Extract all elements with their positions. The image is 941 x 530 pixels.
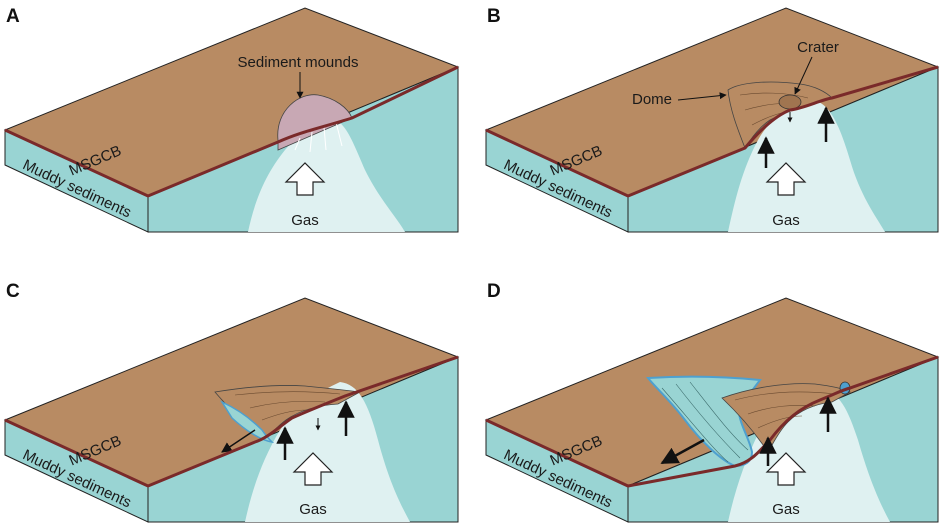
gas-label: Gas [772, 501, 800, 518]
gas-plume [248, 118, 405, 232]
panel-d: D Gas MSGCB Muddy sediments [484, 281, 940, 523]
gas-label: Gas [299, 501, 327, 518]
gas-arrow [284, 162, 326, 196]
gas-arrow [765, 162, 807, 196]
panel-b: B Gas MSGCB Muddy sediments Crater Dome [484, 6, 940, 233]
slide-direction-arrow [221, 429, 256, 453]
dome-contour-lines [234, 391, 341, 421]
gas-label: Gas [772, 212, 800, 229]
crater-label: Crater [797, 39, 839, 56]
sediment-mounds-label: Sediment mounds [238, 54, 359, 71]
panel-a: A Gas MSGCB Muddy sediments Sediment mou… [3, 6, 460, 233]
fluid-pathways [294, 121, 343, 153]
panel-letter-b: B [487, 6, 501, 27]
msgcb-seam-line [4, 65, 459, 198]
panel-letter-d: D [487, 281, 501, 302]
msgcb-seam-line [485, 65, 939, 198]
gas-label: Gas [291, 212, 319, 229]
slide-scar [220, 400, 275, 444]
gas-plume [728, 100, 885, 232]
scar-contour-lines [661, 381, 749, 463]
panel-c: C Gas MSGCB Muddy sediments [3, 281, 460, 523]
gas-arrow [765, 452, 807, 486]
gas-arrow [292, 452, 334, 486]
dome-callout-arrow [677, 92, 727, 101]
crater-callout-arrow [794, 56, 813, 95]
msgcb-seam-line [4, 355, 459, 488]
panel-letter-a: A [6, 6, 20, 27]
msgcb-seam-line [485, 355, 939, 488]
slide-direction-arrow [660, 438, 705, 465]
dome-label: Dome [632, 91, 672, 108]
panel-letter-c: C [6, 281, 20, 302]
gas-plume [245, 382, 410, 522]
